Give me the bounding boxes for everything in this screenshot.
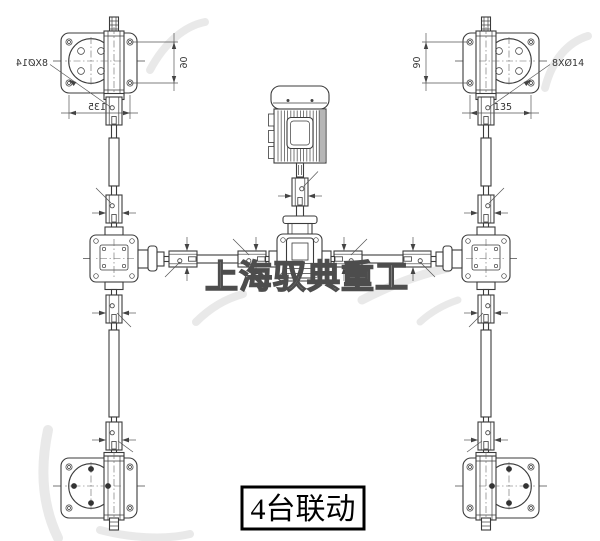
motor-coupling: [277, 171, 323, 207]
flange-coupling-disc: [442, 245, 453, 272]
company-watermark: 上海驭典重工: [205, 257, 409, 296]
motor-nameplate-window: [286, 116, 314, 150]
central-t-gearbox: [268, 233, 332, 282]
screw-jack-bottom-right: [454, 451, 548, 531]
dimension-90: 90: [412, 33, 468, 91]
background-watermark-swooshes: [38, 18, 592, 541]
vertical-shaft-lower-right: [463, 281, 509, 460]
dimension-135: 135: [462, 95, 539, 119]
screw-tip-stub: [480, 16, 492, 34]
gearbox-bottom-flange: [476, 281, 496, 291]
screw-tip-stub-bottom: [480, 517, 492, 531]
bolt-holes-label: 8XØ14: [552, 58, 584, 69]
dimension-90-label: 90: [412, 56, 423, 68]
coupling: [477, 96, 495, 126]
bevel-gearbox-right: [461, 234, 518, 283]
callout-bolt-holes: 8XØ14: [489, 58, 584, 108]
horizontal-shaft-right: [330, 236, 463, 282]
drive-motor: [268, 85, 330, 164]
central-gearbox-input-bell: [282, 205, 318, 235]
caption-box: 4台联动: [240, 485, 366, 531]
vertical-shaft-upper-right: [463, 124, 509, 236]
caption-label: 4台联动: [251, 493, 356, 526]
gearbox-top-flange: [476, 226, 496, 236]
motor-output-shaft: [295, 162, 305, 178]
dimension-135-label: 135: [494, 102, 512, 113]
right-half-drivetrain: 90 135 8XØ14: [330, 16, 584, 531]
screw-jack-top-right: [454, 16, 548, 126]
